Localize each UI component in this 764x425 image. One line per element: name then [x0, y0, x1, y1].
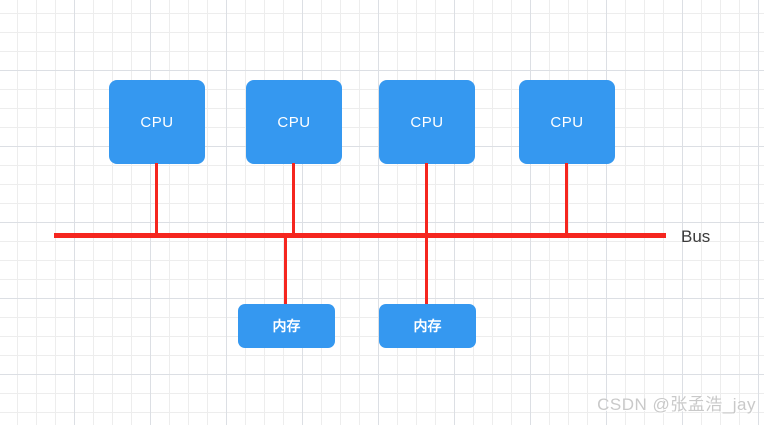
cpu-node-1: CPU: [109, 80, 205, 164]
bus-label: Bus: [681, 227, 711, 246]
connector-cpu3-bus: [425, 163, 428, 235]
cpu-node-1-label: CPU: [140, 113, 174, 131]
connector-bus-memory2: [425, 236, 428, 304]
cpu-node-3-label: CPU: [410, 113, 444, 131]
memory-node-1-label: 内存: [272, 318, 301, 334]
memory-node-2-label: 内存: [413, 318, 442, 334]
cpu-node-4-label: CPU: [550, 113, 584, 131]
cpu-node-4: CPU: [519, 80, 615, 164]
memory-node-2: 内存: [379, 304, 476, 348]
watermark: CSDN @张孟浩_jay: [597, 395, 756, 414]
connector-bus-memory1: [284, 236, 287, 304]
bus-line: [54, 233, 666, 238]
cpu-node-2-label: CPU: [277, 113, 311, 131]
connector-cpu4-bus: [565, 163, 568, 235]
connector-cpu2-bus: [292, 163, 295, 235]
cpu-node-2: CPU: [246, 80, 342, 164]
cpu-node-3: CPU: [379, 80, 475, 164]
memory-node-1: 内存: [238, 304, 335, 348]
connector-cpu1-bus: [155, 163, 158, 235]
